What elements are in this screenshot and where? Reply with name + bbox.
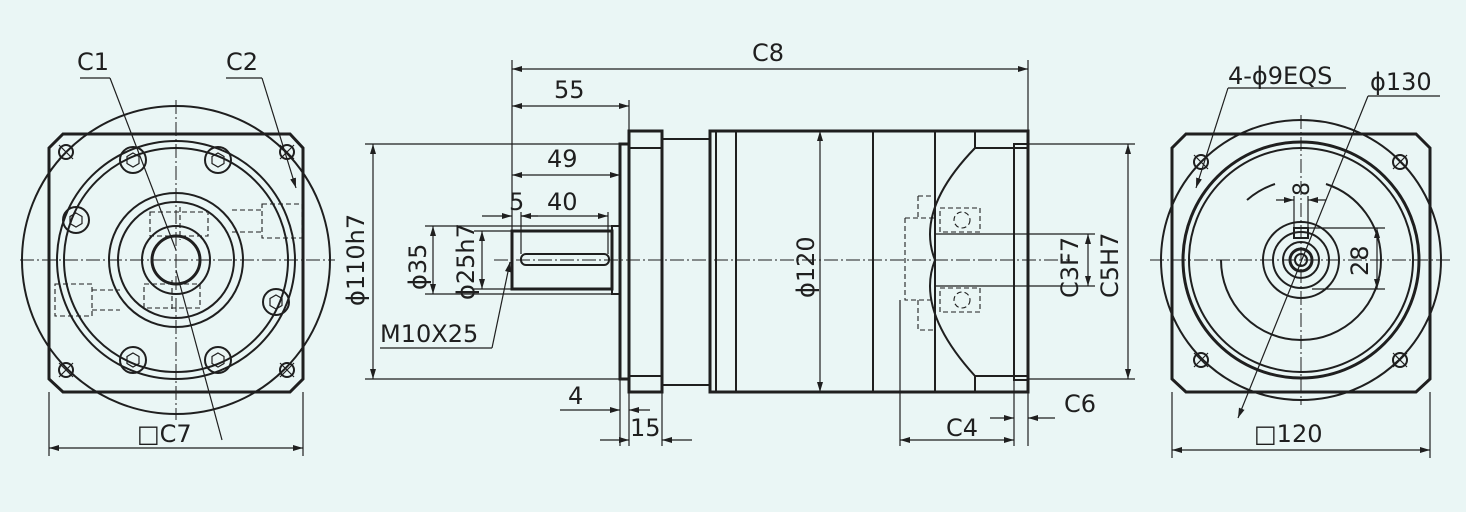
middle-side-view: C8 55 49 5 40 ϕ110h7 ϕ35 ϕ25h7 M10X25 4 … <box>342 39 1135 446</box>
right-output-face-view: 4-ϕ9EQS ϕ130 8 28 □120 <box>1150 62 1450 458</box>
label-40: 40 <box>547 188 578 216</box>
label-phi35: ϕ35 <box>404 244 432 290</box>
label-28: 28 <box>1346 245 1374 276</box>
left-input-flange-view: C1 C2 □C7 <box>20 48 335 456</box>
label-c8: C8 <box>752 39 784 67</box>
label-phi120: ϕ120 <box>792 236 820 298</box>
label-55: 55 <box>554 76 585 104</box>
label-holes: 4-ϕ9EQS <box>1228 62 1332 90</box>
corner-hole-icon <box>58 144 295 378</box>
label-5: 5 <box>509 188 524 216</box>
label-49: 49 <box>547 145 578 173</box>
label-c6: C6 <box>1064 390 1096 418</box>
label-phi25h7: ϕ25h7 <box>452 223 480 300</box>
corner-hole-icon <box>1193 154 1408 368</box>
bolt-head-icon <box>62 146 290 374</box>
label-c3f7: C3F7 <box>1056 237 1084 298</box>
label-c2: C2 <box>226 48 258 76</box>
label-15: 15 <box>630 414 661 442</box>
label-c7: □C7 <box>137 420 192 448</box>
label-phi110h7: ϕ110h7 <box>342 214 370 306</box>
label-8: 8 <box>1290 182 1315 196</box>
label-c4: C4 <box>946 414 978 442</box>
label-phi130: ϕ130 <box>1370 68 1432 96</box>
label-4: 4 <box>568 382 583 410</box>
label-c5h7: C5H7 <box>1096 233 1124 298</box>
label-c1: C1 <box>77 48 109 76</box>
label-m10x25: M10X25 <box>380 320 478 348</box>
label-sq120: □120 <box>1254 420 1322 448</box>
